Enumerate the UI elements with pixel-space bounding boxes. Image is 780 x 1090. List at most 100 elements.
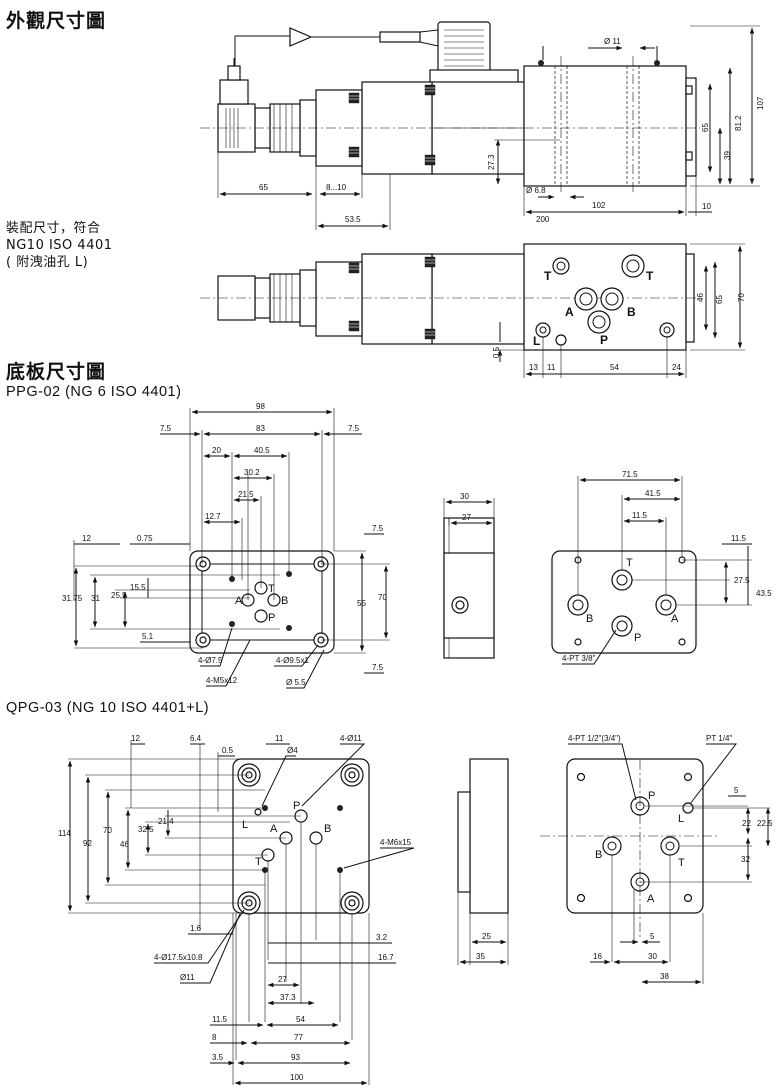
qpg-callout-pt-1-2: 4-PT 1/2"(3/4")	[568, 734, 621, 743]
ppg-dim-12-7: 12.7	[205, 512, 221, 521]
qpg-dim-37-3: 37.3	[280, 993, 296, 1002]
ppg-dim-7-5-b: 7.5	[348, 424, 360, 433]
qpg-dim-70: 70	[103, 826, 112, 835]
qpg-dim-8: 8	[212, 1033, 217, 1042]
port-t-left-label: T	[544, 269, 552, 283]
mounting-note-line-2: NG10 ISO 4401	[6, 238, 113, 253]
dim-200: 200	[536, 215, 550, 224]
qpg-port-a-label: A	[270, 823, 278, 835]
qpg-dim-92: 92	[83, 839, 92, 848]
dim-46-side: 46	[696, 293, 705, 302]
dim-81-2: 81.2	[734, 115, 743, 131]
qpg-dim-22: 22	[742, 819, 751, 828]
dim-54: 54	[610, 363, 619, 372]
qpg-dim-0-5: 0.5	[222, 746, 234, 755]
qpg-dim-21-4: 21.4	[158, 817, 174, 826]
ppg-dim-12: 12	[82, 534, 91, 543]
qpg-dim-114: 114	[58, 829, 71, 838]
dim-0-5: 0.5	[492, 346, 501, 358]
amplifier-triangle-icon	[289, 27, 313, 47]
port-t-right-label: T	[646, 269, 654, 283]
qpg-dim-6-4: 6.4	[190, 734, 202, 743]
ppg-dim-15-5: 15.5	[130, 583, 146, 592]
qpg-03-title: QPG-03 (NG 10 ISO 4401+L)	[6, 700, 210, 716]
qpg-dim-54: 54	[296, 1015, 305, 1024]
ppg-dim-83: 83	[256, 424, 265, 433]
qpg-port-b-label: B	[324, 823, 331, 835]
ppg-port-a-label: A	[235, 595, 243, 607]
ppg-dim-31-75: 31.75	[62, 594, 83, 603]
qpg-bottom-port-a-label: A	[647, 893, 655, 905]
ppg-dim-27-5: 27.5	[734, 576, 750, 585]
ppg-dim-98: 98	[256, 402, 265, 411]
dim-70-side: 70	[737, 293, 746, 302]
ppg-bottom-port-t-label: T	[626, 557, 633, 569]
qpg-dim-35: 35	[476, 952, 485, 961]
dim-65-side: 65	[715, 295, 724, 304]
dim-8-10: 8...10	[326, 183, 347, 192]
qpg-dim-16-7: 16.7	[378, 953, 394, 962]
ppg-dim-40-5: 40.5	[254, 446, 270, 455]
mounting-note-line-3: ( 附洩油孔 L)	[6, 255, 89, 270]
ppg-dim-71-5: 71.5	[622, 470, 638, 479]
ppg-dim-30: 30	[460, 492, 469, 501]
ppg-port-b-label: B	[281, 595, 288, 607]
ppg-dim-55: 55	[357, 599, 366, 608]
qpg-port-t-label: T	[255, 856, 262, 868]
mounting-note-line-1: 裝配尺寸，符合	[6, 221, 101, 236]
ppg-bottom-port-a-label: A	[671, 613, 679, 625]
port-a-label: A	[565, 305, 574, 319]
dim-39: 39	[723, 151, 732, 160]
ppg-callout-d5-5: Ø 5.5	[286, 678, 306, 687]
outline-bottom-view: T T A B P L 70 65 46 0.5 13 11 54 24	[200, 243, 746, 378]
qpg-dim-38: 38	[660, 972, 669, 981]
dim-13: 13	[529, 363, 538, 372]
qpg-callout-d4: Ø4	[287, 746, 298, 755]
ppg-02-drawing: T A B P 98 83 7.5 7.5 20 40.5 30.	[62, 402, 772, 689]
qpg-dim-32-5: 32.5	[138, 825, 154, 834]
ppg-dim-7-5-a: 7.5	[160, 424, 172, 433]
ppg-callout-m5: 4-M5x12	[206, 676, 238, 685]
ppg-dim-21-5: 21.5	[238, 490, 254, 499]
dim-11: Ø 11	[604, 37, 621, 46]
dim-65-plug: 65	[259, 183, 268, 192]
qpg-dim-93: 93	[291, 1053, 300, 1062]
base-title: 底板尺寸圖	[6, 361, 107, 383]
qpg-bottom-port-b-label: B	[595, 849, 602, 861]
dim-10: 10	[702, 202, 711, 211]
qpg-bottom-port-p-label: P	[648, 790, 655, 802]
qpg-dim-100: 100	[290, 1073, 304, 1082]
qpg-dim-22-5: 22.5	[757, 819, 773, 828]
ppg-dim-20: 20	[212, 446, 221, 455]
qpg-dim-46: 46	[120, 840, 129, 849]
qpg-dim-5: 5	[734, 786, 739, 795]
ppg-dim-11-5-b: 11.5	[731, 534, 747, 543]
ppg-dim-70: 70	[378, 593, 387, 602]
ppg-callout-pt-3-8: 4-PT 3/8"	[562, 654, 596, 663]
dim-24: 24	[672, 363, 681, 372]
qpg-03-drawing: P A B T L 114 92 70 46 32.	[58, 734, 773, 1086]
ppg-dim-5-1: 5.1	[142, 632, 154, 641]
port-l-label: L	[533, 334, 540, 348]
dim-11-bottom: 11	[547, 363, 556, 372]
outline-front-view: Ø 11 107 81.2 65 39 27.3 Ø 6.8 65 8...10…	[200, 21, 765, 230]
ppg-dim-31: 31	[91, 594, 100, 603]
qpg-port-p-label: P	[293, 800, 300, 812]
ppg-dim-27: 27	[462, 513, 471, 522]
ppg-dim-11-5: 11.5	[632, 511, 648, 520]
ppg-dim-0-75: 0.75	[137, 534, 153, 543]
ppg-port-p-label: P	[268, 612, 275, 624]
dim-d6-8: Ø 6.8	[526, 186, 546, 195]
dim-107: 107	[756, 96, 765, 110]
ppg-callout-d7-5: 4-Ø7.5	[198, 656, 223, 665]
port-p-label: P	[600, 333, 608, 347]
qpg-dim-11-5: 11.5	[212, 1015, 228, 1024]
port-b-label: B	[627, 305, 636, 319]
qpg-callout-pt-1-4: PT 1/4"	[706, 734, 732, 743]
ppg-02-title: PPG-02 (NG 6 ISO 4401)	[6, 384, 182, 400]
ppg-bottom-port-b-label: B	[586, 613, 593, 625]
dim-27-3: 27.3	[487, 154, 496, 170]
mounting-note: 裝配尺寸，符合 NG10 ISO 4401 ( 附洩油孔 L)	[6, 220, 113, 271]
qpg-callout-m6: 4-M6x15	[380, 838, 412, 847]
